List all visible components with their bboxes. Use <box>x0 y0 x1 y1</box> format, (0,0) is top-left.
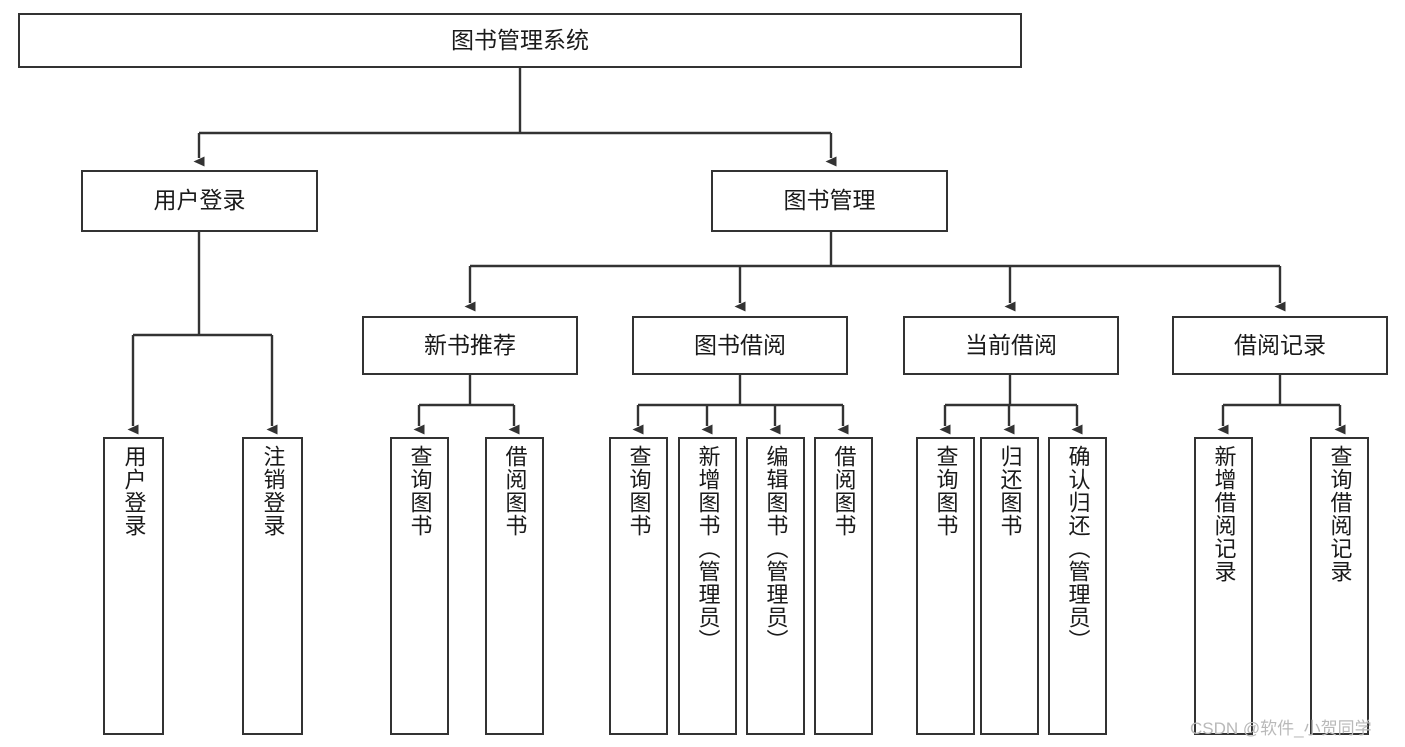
leaf-query-book-1-label: 查询图书 <box>407 445 433 537</box>
node-new-book-recommend-label: 新书推荐 <box>424 331 516 358</box>
leaf-borrow-book-2[interactable]: 借阅图书 <box>814 437 873 735</box>
leaf-user-login-label: 用户登录 <box>121 445 147 537</box>
leaf-logout-label: 注销登录 <box>260 445 286 537</box>
node-new-book-recommend[interactable]: 新书推荐 <box>362 316 578 375</box>
leaf-borrow-book-1[interactable]: 借阅图书 <box>485 437 544 735</box>
watermark-text: CSDN @软件_小贺同学 <box>1190 719 1372 738</box>
node-borrow-record-label: 借阅记录 <box>1234 331 1326 358</box>
node-book-manage[interactable]: 图书管理 <box>711 170 948 232</box>
node-user-login[interactable]: 用户登录 <box>81 170 318 232</box>
leaf-add-book[interactable]: 新增图书（管理员） <box>678 437 737 735</box>
leaf-return-book[interactable]: 归还图书 <box>980 437 1039 735</box>
leaf-query-record-label: 查询借阅记录 <box>1327 445 1353 583</box>
leaf-query-book-2-label: 查询图书 <box>626 445 652 537</box>
leaf-borrow-book-1-label: 借阅图书 <box>502 445 528 537</box>
node-book-borrow[interactable]: 图书借阅 <box>632 316 848 375</box>
leaf-query-book-1[interactable]: 查询图书 <box>390 437 449 735</box>
node-root-label: 图书管理系统 <box>451 26 589 53</box>
node-book-manage-label: 图书管理 <box>783 187 876 214</box>
leaf-confirm-return[interactable]: 确认归还（管理员） <box>1048 437 1107 735</box>
leaf-query-record[interactable]: 查询借阅记录 <box>1310 437 1369 735</box>
node-book-borrow-label: 图书借阅 <box>694 331 786 358</box>
leaf-confirm-return-label: 确认归还（管理员） <box>1065 445 1091 652</box>
node-current-borrow-label: 当前借阅 <box>965 331 1057 358</box>
leaf-add-book-label: 新增图书（管理员） <box>695 445 721 652</box>
leaf-query-book-2[interactable]: 查询图书 <box>609 437 668 735</box>
node-current-borrow[interactable]: 当前借阅 <box>903 316 1119 375</box>
leaf-borrow-book-2-label: 借阅图书 <box>831 445 857 537</box>
leaf-add-record-label: 新增借阅记录 <box>1211 445 1237 583</box>
node-root[interactable]: 图书管理系统 <box>18 13 1022 68</box>
leaf-add-record[interactable]: 新增借阅记录 <box>1194 437 1253 735</box>
leaf-edit-book[interactable]: 编辑图书（管理员） <box>746 437 805 735</box>
leaf-return-book-label: 归还图书 <box>997 445 1023 537</box>
leaf-edit-book-label: 编辑图书（管理员） <box>763 445 789 652</box>
leaf-query-book-3-label: 查询图书 <box>933 445 959 537</box>
leaf-user-login[interactable]: 用户登录 <box>103 437 164 735</box>
leaf-query-book-3[interactable]: 查询图书 <box>916 437 975 735</box>
node-borrow-record[interactable]: 借阅记录 <box>1172 316 1388 375</box>
node-user-login-label: 用户登录 <box>153 187 246 214</box>
leaf-logout[interactable]: 注销登录 <box>242 437 303 735</box>
